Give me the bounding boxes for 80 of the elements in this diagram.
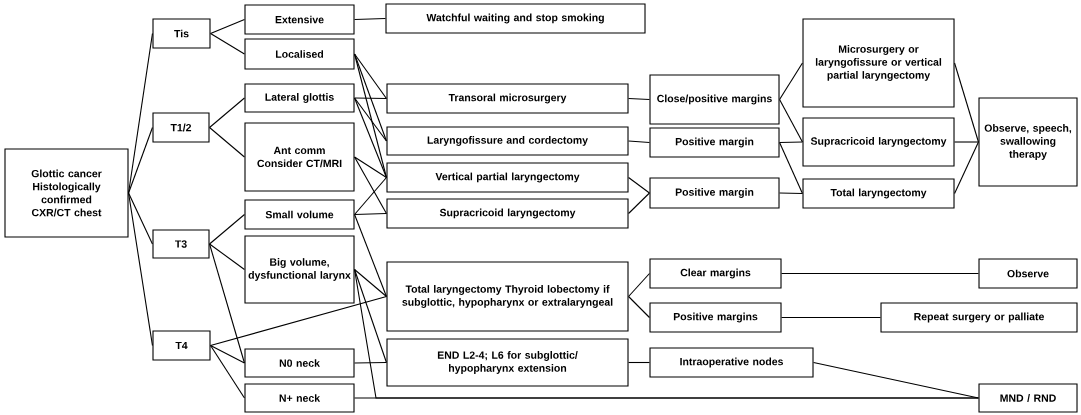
connector-line [628,272,650,298]
connector-line [954,141,979,195]
flow-box: Tis [152,18,211,49]
connector-line [354,156,387,215]
flow-box: Localised [244,38,355,70]
flow-box: Positive margin [649,127,780,158]
connector-line [209,126,245,158]
connector-line [210,344,245,399]
flow-box: Extensive [244,4,355,35]
flow-box: Intraoperative nodes [649,347,814,378]
flow-box: Vertical partial laryngectomy [386,162,629,193]
flow-box: T4 [152,330,211,361]
connector-line [210,32,245,55]
connector-line [779,141,803,144]
flow-box: Supracricoid laryngectomy [386,198,629,229]
flow-box: Glottic cancer Histologically confirmed CXR/CT chest [4,148,129,238]
connector-line [628,176,650,194]
connector-line [628,97,650,101]
connector-line [354,212,387,216]
flow-box: Lateral glottis [244,83,355,113]
connector-line [128,192,153,245]
connector-line [354,97,387,179]
flow-box: Repeat surgery or palliate [880,302,1078,333]
connector-line [354,97,387,142]
flow-box: Small volume [244,199,355,230]
flow-box: Total laryngectomy Thyroid lobectomy if subglottic, hypopharynx or extralaryngeal [386,261,629,332]
flow-box: Microsurgery or laryngofissure or vertical partial laryngectomy [802,18,955,108]
connector-line [781,272,979,275]
connector-line [354,213,387,298]
flow-box: Observe [978,258,1078,289]
flow-box: Ant comm Consider CT/MRI [244,122,355,192]
flow-box: N0 neck [244,348,355,378]
connector-line [628,295,650,319]
flow-box: N+ neck [244,383,355,413]
connector-line [781,316,881,319]
connector-line [210,295,387,347]
connector-line [954,141,979,143]
connector-line [354,268,387,298]
flow-box: Watchful waiting and stop smoking [385,3,646,34]
connector-line [779,141,803,195]
connector-line [210,344,245,364]
flow-box: Positive margins [649,302,782,333]
connector-line [128,192,153,347]
connector-line [209,97,245,129]
flow-box: Transoral microsurgery [386,83,629,114]
connector-line [628,192,650,215]
connector-line [354,53,387,179]
flow-box: Close/positive margins [649,74,780,125]
connector-line [954,62,979,143]
connector-line [779,192,803,195]
connector-line [209,243,245,271]
flow-box: MND / RND [978,383,1078,413]
connector-line [128,32,153,194]
flow-box: Total laryngectomy [802,178,955,209]
flow-box: Big volume, dysfunctional larynx [244,235,355,304]
flow-box: T1/2 [152,112,210,143]
connector-line [354,97,387,100]
flow-box: Laryngofissure and cordectomy [386,126,629,156]
connector-line [210,18,245,35]
connector-line [209,243,245,364]
connector-line [779,98,803,143]
connector-line [354,176,387,216]
connector-line [354,268,387,364]
connector-line [354,17,386,21]
flow-box: END L2-4; L6 for subglottic/ hypopharynx extension [386,338,629,387]
connector-line [209,213,245,245]
flow-box: Supracricoid laryngectomy [802,117,955,167]
connector-line [128,126,153,194]
flow-box: Positive margin [649,177,780,209]
flow-box: Observe, speech, swallowing therapy [978,97,1078,187]
connector-line [628,361,650,364]
connector-line [779,62,803,101]
flow-box: Clear margins [649,258,782,289]
connector-line [813,361,979,399]
connector-line [354,361,387,364]
connector-line [354,397,979,399]
connector-line [628,140,650,144]
connector-line [354,53,387,100]
flow-box: T3 [152,229,210,259]
connector-line [354,156,387,179]
